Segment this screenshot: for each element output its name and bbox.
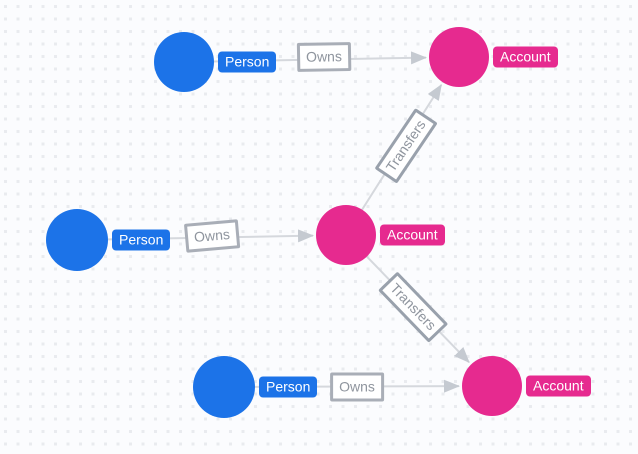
- edge-label-owns-middle[interactable]: Owns: [183, 219, 241, 253]
- edge-label-owns-top[interactable]: Owns: [296, 42, 352, 72]
- node-label-account-bottom[interactable]: Account: [526, 375, 591, 397]
- node-label-person-middle[interactable]: Person: [112, 229, 171, 251]
- node-person-middle[interactable]: [46, 209, 108, 271]
- edge-label-owns-bottom[interactable]: Owns: [330, 372, 384, 402]
- node-label-account-top[interactable]: Account: [493, 46, 558, 68]
- node-label-person-top[interactable]: Person: [218, 51, 277, 73]
- node-label-person-bottom[interactable]: Person: [259, 376, 318, 398]
- node-person-bottom[interactable]: [193, 356, 255, 418]
- node-account-top[interactable]: [429, 27, 489, 87]
- node-person-top[interactable]: [154, 32, 214, 92]
- node-account-bottom[interactable]: [462, 356, 522, 416]
- node-account-middle[interactable]: [316, 205, 376, 265]
- node-label-account-middle[interactable]: Account: [380, 224, 445, 246]
